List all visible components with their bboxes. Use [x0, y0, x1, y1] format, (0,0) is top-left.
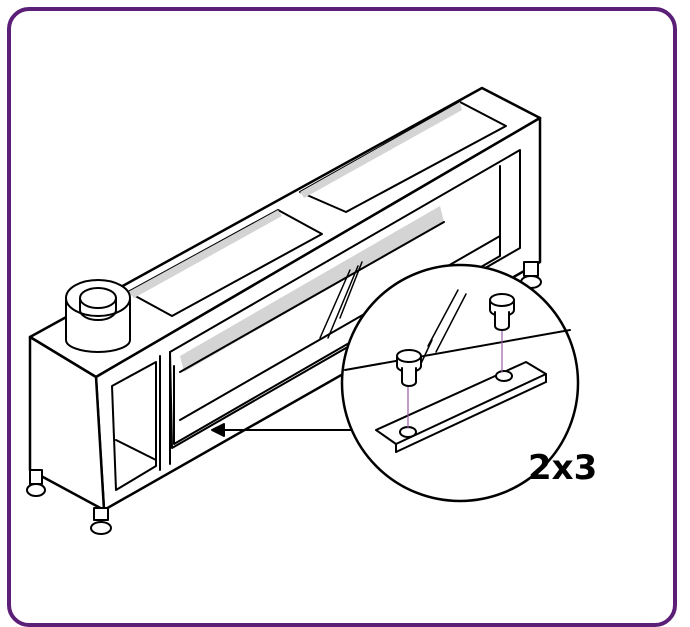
foot-left-back: [26, 469, 46, 497]
assembly-illustration: [26, 86, 580, 535]
callout-arrowhead: [211, 423, 225, 437]
detail-magnifier: [340, 263, 580, 503]
shelf-pin-back: [489, 293, 515, 331]
foot-front: [90, 507, 112, 535]
back-rail-shadow: [180, 206, 444, 372]
magnified-frame-line: [344, 329, 571, 371]
filter-cylinder: [65, 279, 131, 353]
front-inner-frame: [173, 165, 501, 445]
top-opening-right: [299, 101, 507, 213]
pin-hole-back: [495, 370, 513, 382]
side-opening-shelf: [115, 439, 157, 461]
back-rail-edge: [179, 221, 445, 373]
side-opening: [111, 361, 157, 491]
top-opening-right-shadow: [300, 102, 462, 198]
cabinet-feet: [26, 261, 542, 535]
quantity-label: 2x3: [528, 448, 598, 488]
top-opening-left: [127, 209, 323, 317]
glass-reflection: [319, 261, 363, 339]
top-opening-left-shadow: [128, 210, 282, 298]
shelf-pin-front: [396, 349, 422, 387]
